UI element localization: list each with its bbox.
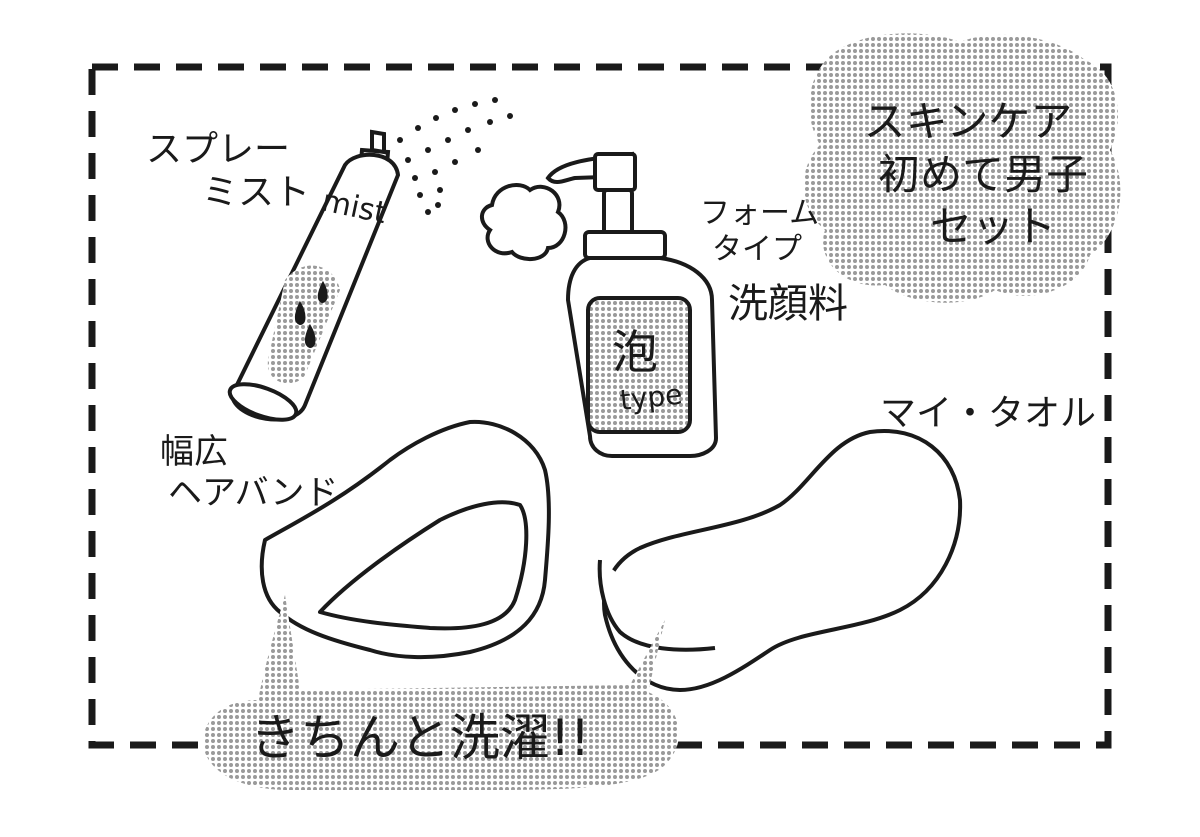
bottle-foam-char: 泡 <box>612 325 658 379</box>
callout-bubble <box>203 595 680 790</box>
hairband <box>259 419 551 660</box>
foam-label-line-1: フォーム <box>700 196 820 231</box>
title-line-2: 初めて男子 <box>878 149 1089 199</box>
title-cloud <box>803 33 1121 303</box>
hairband-label-line-1: 幅広 <box>160 432 228 472</box>
spray-label-line-1: スプレー <box>146 129 291 170</box>
foam-puff <box>480 183 568 261</box>
foam-label: フォーム タイプ <box>700 196 819 268</box>
towel-label: マイ・タオル <box>880 393 1097 434</box>
bottle-type-text: type <box>618 378 684 417</box>
title-line-1: スキンケア <box>863 97 1073 146</box>
spray-label: スプレー ミスト <box>146 128 310 214</box>
foam-label-line-2: タイプ <box>712 232 802 267</box>
title-line-3: セット <box>930 202 1057 251</box>
title-label: スキンケア 初めて男子 セット <box>848 96 1088 254</box>
spray-label-line-2: ミスト <box>202 172 311 214</box>
towel <box>597 429 963 692</box>
pump-bottle <box>545 151 719 458</box>
spray-particles <box>397 97 513 215</box>
callout-text: きちんと洗濯!! <box>250 709 591 767</box>
foam-product-label: 洗顔料 <box>728 281 848 327</box>
hairband-label: 幅広 ヘアバンド <box>160 432 338 514</box>
hairband-label-line-2: ヘアバンド <box>168 472 339 513</box>
spray-can <box>227 129 401 422</box>
